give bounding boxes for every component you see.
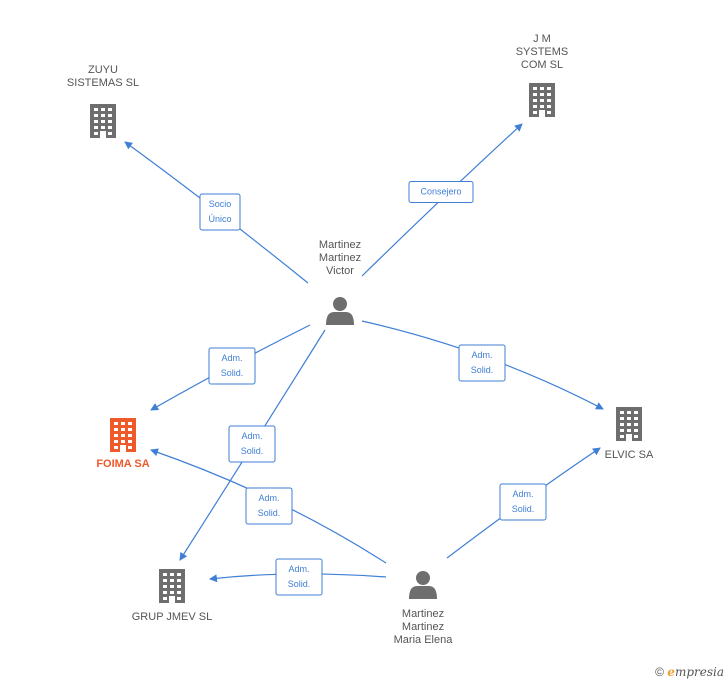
edge-label-text: Único	[208, 214, 231, 224]
edge-label-text: Solid.	[512, 504, 535, 514]
building-icon	[159, 569, 185, 603]
edge-label-text: Solid.	[241, 446, 264, 456]
node-elvic[interactable]: ELVIC SA	[605, 407, 654, 461]
edge-label-text: Adm.	[221, 353, 242, 363]
node-label-elvic[interactable]: ELVIC SA	[605, 449, 654, 461]
node-label-grup[interactable]: GRUP JMEV SL	[132, 611, 213, 623]
edge-label-victor-foima: Adm. Solid.	[208, 347, 256, 385]
empresia-logo: empresia	[667, 665, 724, 679]
person-icon	[409, 571, 437, 599]
edge-label-elena-foima: Adm. Solid.	[245, 487, 293, 525]
node-label-zuyu[interactable]: ZUYU	[88, 64, 118, 76]
node-foima[interactable]: FOIMA SA	[96, 418, 150, 470]
node-label-victor[interactable]: Martinez	[319, 252, 361, 264]
node-label-victor[interactable]: Martinez	[319, 239, 361, 251]
edge-label-text: Adm.	[512, 489, 533, 499]
edge-label-text: Consejero	[420, 187, 461, 197]
node-label-zuyu[interactable]: SISTEMAS SL	[67, 77, 139, 89]
node-label-jm[interactable]: SYSTEMS	[516, 46, 569, 58]
node-label-elena[interactable]: Maria Elena	[394, 634, 454, 646]
empresia-watermark: © empresia	[655, 665, 724, 679]
node-grup[interactable]: GRUP JMEV SL	[132, 569, 213, 623]
edge-label-text: Solid.	[471, 365, 494, 375]
edge-label-elena-elvic: Adm. Solid.	[499, 483, 547, 521]
edge-label-text: Adm.	[241, 431, 262, 441]
edge-label-text: Adm.	[471, 350, 492, 360]
edge-label-text: Solid.	[258, 508, 281, 518]
node-label-jm[interactable]: J M	[533, 33, 551, 45]
edge-label-elena-grup: Adm. Solid.	[275, 558, 323, 596]
copyright-symbol: ©	[655, 665, 664, 679]
edge-label-text: Solid.	[221, 368, 244, 378]
edge-label-victor-grup: Adm. Solid.	[228, 425, 276, 463]
building-icon	[90, 104, 116, 138]
building-icon	[110, 418, 136, 452]
node-label-foima[interactable]: FOIMA SA	[96, 458, 149, 470]
edge-label-text: Socio	[209, 199, 232, 209]
edge-label-text: Solid.	[288, 579, 311, 589]
edge-label-victor-elvic: Adm. Solid.	[458, 344, 506, 382]
edge-label-text: Adm.	[288, 564, 309, 574]
person-icon	[326, 297, 354, 325]
node-label-elena[interactable]: Martinez	[402, 621, 444, 633]
node-label-jm[interactable]: COM SL	[521, 59, 563, 71]
node-label-elena[interactable]: Martinez	[402, 608, 444, 620]
building-icon	[529, 83, 555, 117]
node-label-victor[interactable]: Victor	[326, 265, 354, 277]
edge-label-victor-jm: Consejero	[408, 181, 474, 203]
edge-label-text: Adm.	[258, 493, 279, 503]
building-icon	[616, 407, 642, 441]
